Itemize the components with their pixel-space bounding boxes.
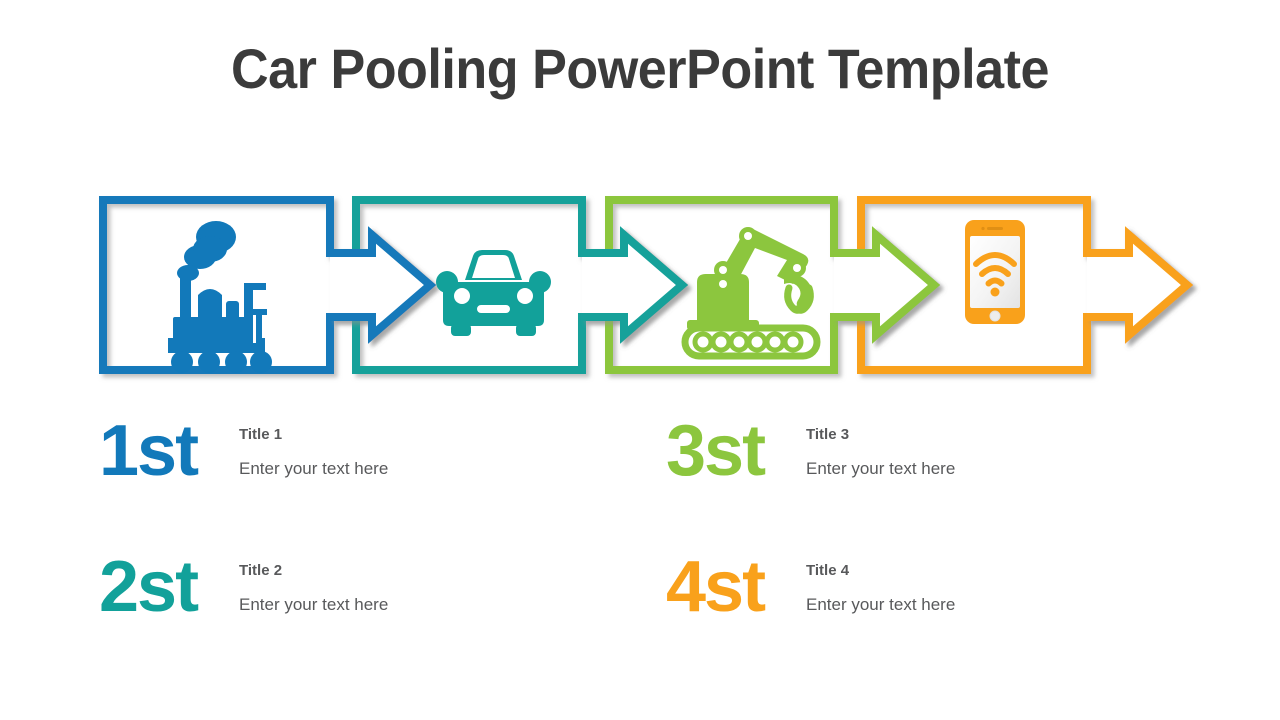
process-chain <box>0 180 1280 390</box>
wifi-glyph <box>973 252 1017 287</box>
robot-arm-icon <box>681 227 821 360</box>
legend-rank-2: 2st <box>99 547 199 627</box>
step-2-arrow-overlay <box>582 226 689 344</box>
legend-rank-3: 3st <box>666 411 766 491</box>
step-1-arrow-overlay <box>330 226 437 344</box>
legend-text-1: Title 1 Enter your text here <box>239 414 388 479</box>
legend-body-4: Enter your text here <box>806 595 956 614</box>
step-3-arrow-overlay <box>834 226 941 344</box>
legend-item-4[interactable]: 4st Title 4 Enter your text here <box>666 550 1186 624</box>
legend-item-2[interactable]: 2st Title 2 Enter your text here <box>99 550 619 624</box>
legend-text-3: Title 3 Enter your text here <box>806 414 955 479</box>
legend-title-3: Title 3 <box>806 426 850 443</box>
train-icon <box>168 221 272 373</box>
legend-item-1[interactable]: 1st Title 1 Enter your text here <box>99 414 619 488</box>
legend-rank-1: 1st <box>99 411 199 491</box>
step-4-arrow-overlay <box>1087 226 1194 344</box>
legend-title-1: Title 1 <box>239 426 283 443</box>
legend-title-4: Title 4 <box>806 562 850 579</box>
legend-list: 1st Title 1 Enter your text here 2st Tit… <box>0 400 1280 660</box>
legend-item-3[interactable]: 3st Title 3 Enter your text here <box>666 414 1186 488</box>
legend-body-1: Enter your text here <box>239 459 389 478</box>
legend-text-4: Title 4 Enter your text here <box>806 550 955 615</box>
smartphone-wifi-icon <box>965 220 1025 324</box>
legend-title-2: Title 2 <box>239 562 283 579</box>
car-icon <box>436 250 551 336</box>
legend-rank-4: 4st <box>666 547 766 627</box>
page-title: Car Pooling PowerPoint Template <box>230 37 1049 100</box>
legend-body-3: Enter your text here <box>806 459 956 478</box>
legend-body-2: Enter your text here <box>239 595 389 614</box>
legend-text-2: Title 2 Enter your text here <box>239 550 388 615</box>
